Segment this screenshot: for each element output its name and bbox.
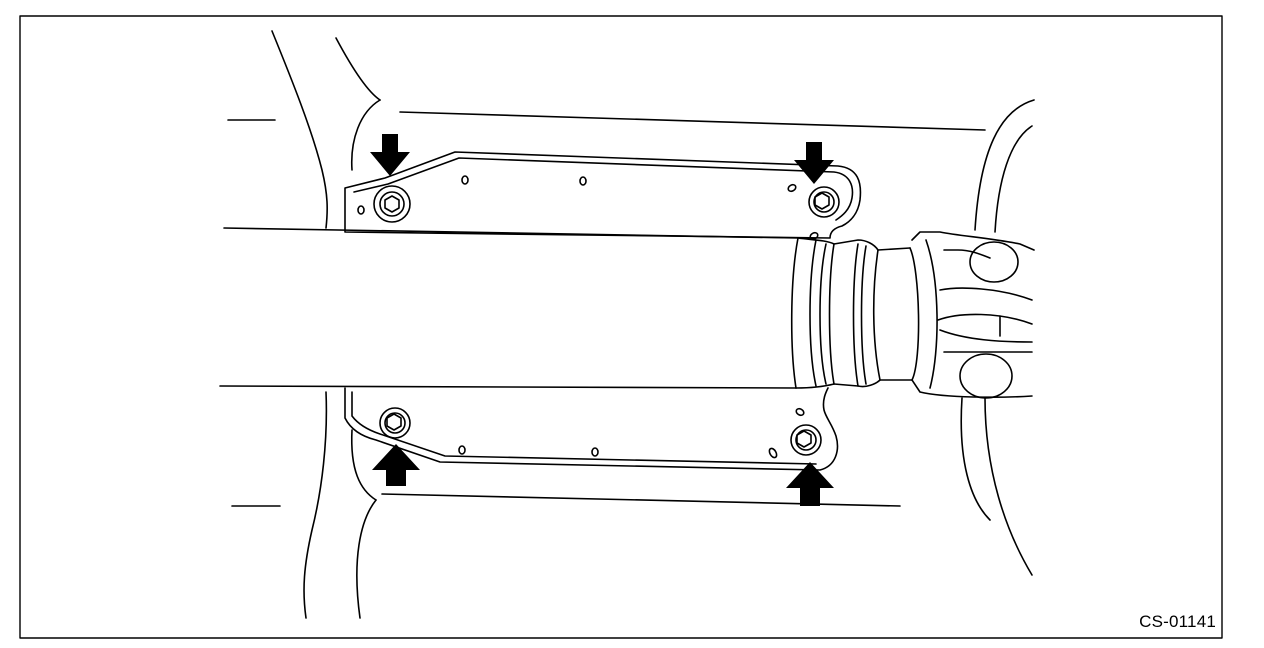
arrow-down-icon bbox=[794, 142, 834, 184]
arrow-down-icon bbox=[370, 134, 410, 176]
plate-slots bbox=[357, 175, 819, 459]
arrow-up-icon bbox=[372, 444, 420, 486]
arrow-up-icon bbox=[786, 462, 834, 506]
underbody-contours bbox=[227, 30, 1035, 619]
bolt-bottom-left bbox=[379, 407, 411, 439]
figure-code-label: CS-01141 bbox=[1139, 612, 1216, 631]
bolt-top-left bbox=[373, 185, 411, 223]
figure-frame bbox=[19, 15, 1223, 639]
bolt-top-right bbox=[808, 186, 840, 218]
bolt-bottom-right bbox=[790, 424, 822, 456]
drive-shaft bbox=[219, 227, 1035, 399]
cover-plate bbox=[344, 151, 862, 471]
